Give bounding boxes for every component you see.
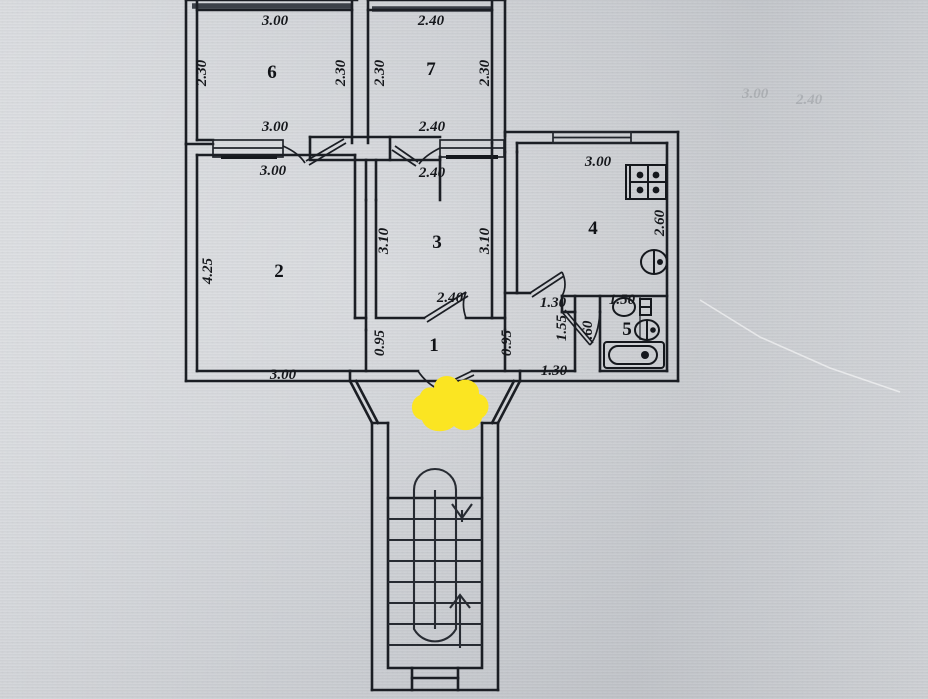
stair-entry-right-outer bbox=[496, 379, 522, 425]
dimension-label: 1.30 bbox=[541, 363, 568, 379]
room4-window bbox=[552, 131, 632, 144]
room7-right-wall bbox=[490, 0, 507, 145]
dimension-label: 1.30 bbox=[540, 295, 567, 311]
room-5-walls bbox=[518, 294, 669, 383]
stair-arrow-down-icon bbox=[451, 503, 473, 522]
stairwell-block bbox=[348, 379, 522, 692]
dimension-labels-horizontal: 3.00 2.40 3.00 2.40 3.00 2.40 3.00 2.40 … bbox=[259, 13, 636, 383]
dimension-label: 2.60 bbox=[652, 209, 668, 237]
ghost-text: 3.00 bbox=[741, 86, 769, 102]
room6-left-wall bbox=[184, 0, 199, 146]
stair-flight-box bbox=[386, 496, 484, 670]
door-room7 bbox=[391, 145, 441, 167]
dimension-label: 2.40 bbox=[436, 290, 464, 306]
corridor-1-walls bbox=[348, 328, 522, 383]
corridor-left-wall bbox=[348, 328, 368, 373]
door-room4 bbox=[529, 271, 566, 298]
room-2-walls bbox=[195, 153, 368, 332]
room-label-4: 4 bbox=[588, 218, 598, 239]
room-label-3: 3 bbox=[432, 232, 442, 253]
paper-crease bbox=[699, 299, 901, 393]
dimension-label: 3.00 bbox=[261, 13, 289, 29]
dimension-label: 2.30 bbox=[372, 59, 388, 87]
stair-entry-right-inner bbox=[490, 379, 516, 425]
dimension-label: 3.00 bbox=[261, 119, 289, 135]
stove-icon bbox=[625, 164, 667, 200]
wash-basin-icon bbox=[634, 319, 660, 341]
room-4-walls bbox=[503, 150, 602, 314]
dimension-label: 4.25 bbox=[200, 257, 216, 285]
partition-6-7 bbox=[350, 0, 370, 145]
dimension-label: 2.40 bbox=[417, 13, 445, 29]
room-labels: 6 7 2 3 4 5 1 bbox=[267, 59, 632, 356]
room4-bottom-wall bbox=[560, 294, 602, 314]
dimension-label: 1.50 bbox=[609, 292, 636, 308]
room-label-1: 1 bbox=[429, 335, 439, 356]
room-label-2: 2 bbox=[274, 261, 284, 282]
room4-left-upper bbox=[503, 130, 519, 154]
kitchen-sink-icon bbox=[640, 249, 668, 275]
dimension-label: 2.30 bbox=[333, 59, 349, 87]
upper-rooms-block bbox=[184, 0, 507, 146]
stair-entry-left-outer bbox=[348, 379, 374, 425]
room3-left-and-bottom bbox=[374, 198, 426, 320]
room6-window bbox=[212, 139, 284, 159]
dimension-label: 1.55 bbox=[554, 314, 570, 341]
dimension-label: 0.95 bbox=[499, 329, 515, 356]
bathtub-icon bbox=[603, 341, 665, 369]
dimension-labels-vertical: 2.30 2.30 2.30 2.30 2.60 4.25 3.10 3.10 … bbox=[194, 59, 668, 356]
dimension-label: 2.40 bbox=[418, 165, 446, 181]
ghost-text-group: 3.00 2.40 bbox=[741, 86, 823, 108]
door-room3-corridor bbox=[423, 291, 469, 323]
ghost-text: 2.40 bbox=[795, 92, 823, 108]
door-bathroom bbox=[561, 309, 601, 346]
dimension-label: .60 bbox=[580, 320, 596, 339]
dimension-label: 3.10 bbox=[376, 227, 392, 255]
room-label-5: 5 bbox=[622, 319, 632, 340]
dimension-label: 2.40 bbox=[418, 119, 446, 135]
toilet-icon bbox=[612, 297, 652, 317]
room-3-walls bbox=[374, 141, 507, 332]
dimension-label: 2.30 bbox=[477, 59, 493, 87]
stair-handrail bbox=[412, 467, 458, 643]
dimension-label: 3.00 bbox=[259, 163, 287, 179]
dimension-label: 3.10 bbox=[477, 227, 493, 255]
stair-entry-left-inner bbox=[354, 379, 380, 425]
stair-arrow-up-icon bbox=[449, 593, 471, 648]
room-label-6: 6 bbox=[267, 62, 277, 83]
dimension-label: 3.00 bbox=[584, 154, 612, 170]
room-label-7: 7 bbox=[426, 59, 436, 80]
dimension-label: 3.00 bbox=[269, 367, 297, 383]
dimension-label: 0.95 bbox=[372, 329, 388, 356]
room7-window bbox=[439, 139, 505, 159]
dimension-label: 2.30 bbox=[194, 59, 210, 87]
